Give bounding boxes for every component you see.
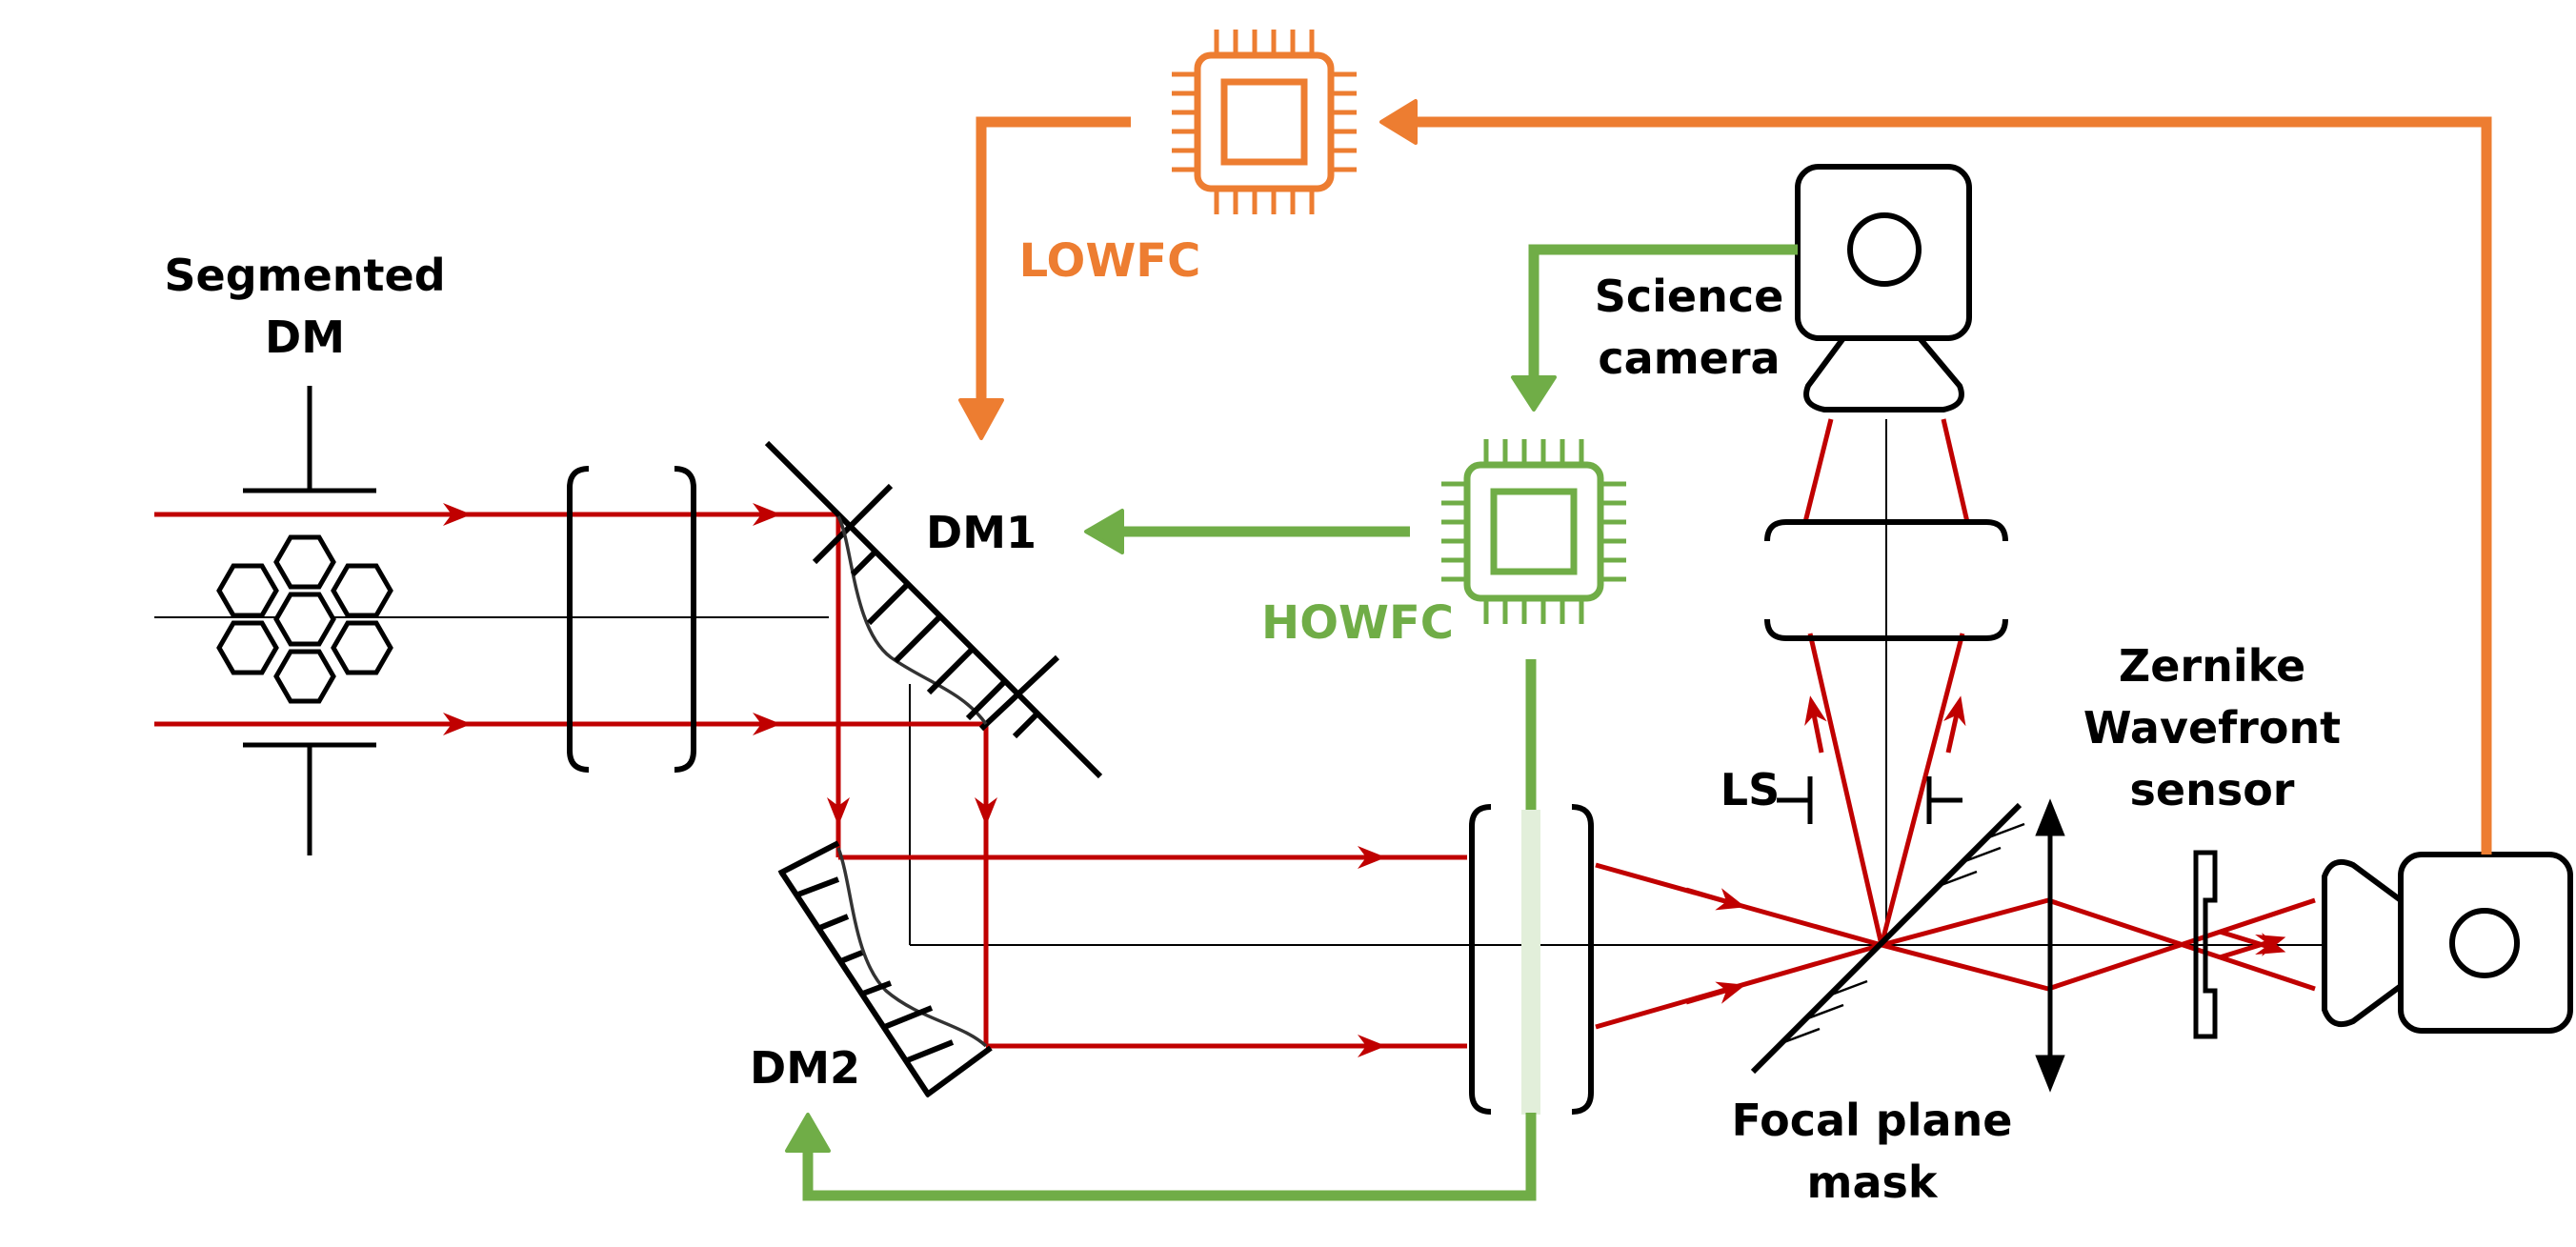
science-camera-label-line2: camera <box>1598 332 1780 384</box>
dm1 <box>764 440 1103 779</box>
zernike-optics <box>2035 798 2218 1093</box>
segmented-dm <box>216 386 393 855</box>
science-camera-label-line1: Science <box>1595 271 1784 322</box>
science-lens <box>1764 519 2008 641</box>
optical-axis-lines <box>154 419 2334 946</box>
focal-plane-mask-label-line1: Focal plane <box>1732 1095 2013 1146</box>
focal-plane-mask-label-line2: mask <box>1807 1156 1939 1208</box>
zernike-label-line2: Wavefront <box>2083 702 2341 754</box>
zernike-label-line3: sensor <box>2130 764 2295 815</box>
lowfc-label: LOWFC <box>1019 234 1201 288</box>
dm2-label: DM2 <box>750 1042 860 1094</box>
main-lens <box>1469 804 1594 1115</box>
howfc-label: HOWFC <box>1261 596 1454 650</box>
camera-icon <box>2322 852 2573 1034</box>
camera-icon <box>1795 164 1972 412</box>
dm1-label: DM1 <box>926 507 1036 558</box>
zernike-label-line1: Zernike <box>2119 640 2305 692</box>
light-beams <box>154 418 2316 1049</box>
hexagonal-segments-icon <box>216 534 393 704</box>
lowfc-loop <box>958 99 2492 855</box>
beam-arrows <box>410 503 2286 1057</box>
ls-label: LS <box>1721 764 1780 815</box>
lyot-stop <box>1777 776 1962 824</box>
focal-plane-mask <box>1750 802 2025 1075</box>
relay-lens <box>567 466 696 773</box>
processor-chip-icon <box>1172 30 1357 214</box>
segmented-dm-label-line1: Segmented <box>164 250 445 301</box>
segmented-dm-label-line2: DM <box>265 312 345 363</box>
processor-chip-icon <box>1441 439 1626 624</box>
howfc-loop <box>785 244 1798 1201</box>
dm2 <box>777 840 993 1098</box>
